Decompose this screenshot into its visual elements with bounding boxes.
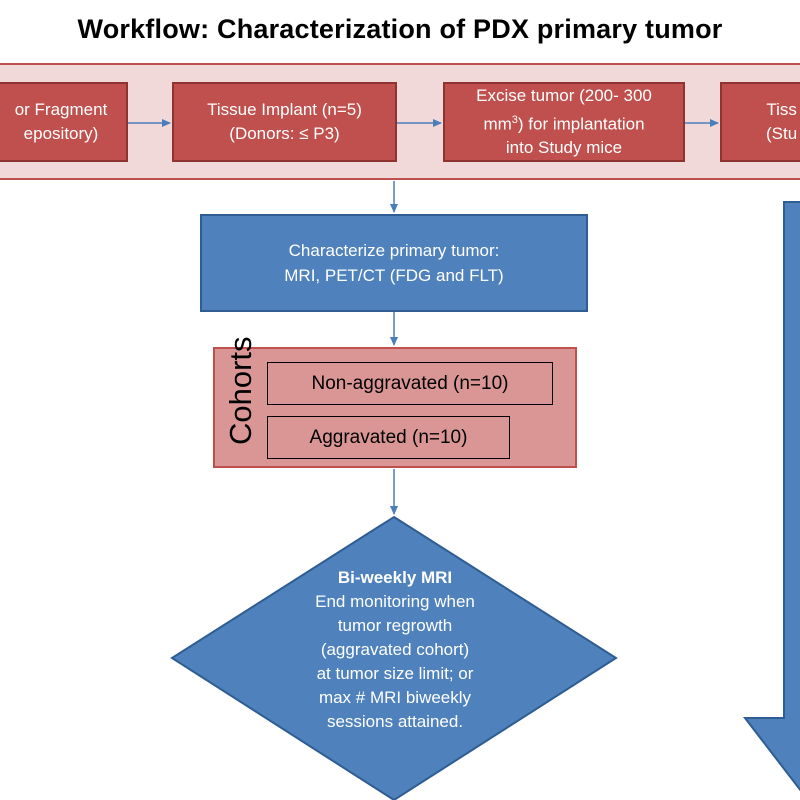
step-tumor-fragment-label: or Fragment epository)	[14, 100, 108, 143]
cohort-non-aggravated-label: Non-aggravated (n=10)	[311, 372, 509, 394]
step-tissue-implant-line2: (Donors: ≤ P3)	[229, 124, 340, 143]
pipeline-step-tissue-study: Tiss (Stu	[720, 82, 800, 162]
monitoring-diamond	[170, 515, 618, 800]
step-excise-line3: into Study mice	[505, 138, 623, 158]
monitoring-line: max # MRI biweekly	[318, 688, 472, 707]
monitoring-line: (aggravated cohort)	[320, 640, 470, 659]
characterize-primary-tumor-box: Characterize primary tumor: MRI, PET/CT …	[200, 214, 588, 312]
step-tissue-study-label: Tiss (Stu	[766, 100, 798, 143]
characterize-line1: Characterize primary tumor:	[288, 241, 500, 260]
monitoring-line: sessions attained.	[326, 712, 464, 731]
pipeline-step-tumor-fragment: or Fragment epository)	[0, 82, 128, 162]
monitoring-line: End monitoring when	[315, 592, 475, 611]
cohort-aggravated: Aggravated (n=10)	[267, 416, 510, 459]
monitoring-heading: Bi-weekly MRI	[337, 568, 453, 587]
step-tissue-implant-line1: Tissue Implant (n=5)	[207, 100, 362, 119]
monitoring-line: tumor regrowth	[337, 616, 453, 635]
monitoring-line: at tumor size limit; or	[316, 664, 474, 683]
right-down-arrow	[742, 201, 800, 792]
pipeline-step-tissue-implant: Tissue Implant (n=5) (Donors: ≤ P3)	[172, 82, 397, 162]
cohort-aggravated-label: Aggravated (n=10)	[309, 426, 468, 448]
characterize-line2: MRI, PET/CT (FDG and FLT)	[284, 266, 504, 285]
pipeline-step-excise-tumor: Excise tumor (200- 300 mm3) for implanta…	[443, 82, 685, 162]
step-excise-line1: Excise tumor (200- 300	[476, 85, 652, 105]
monitoring-text: Bi-weekly MRI End monitoring when tumor …	[255, 566, 535, 734]
cohort-non-aggravated: Non-aggravated (n=10)	[267, 362, 553, 405]
diagram-title: Workflow: Characterization of PDX primar…	[77, 14, 723, 44]
cohorts-box	[213, 347, 577, 468]
step-excise-line2: mm3) for implantation	[483, 113, 645, 134]
